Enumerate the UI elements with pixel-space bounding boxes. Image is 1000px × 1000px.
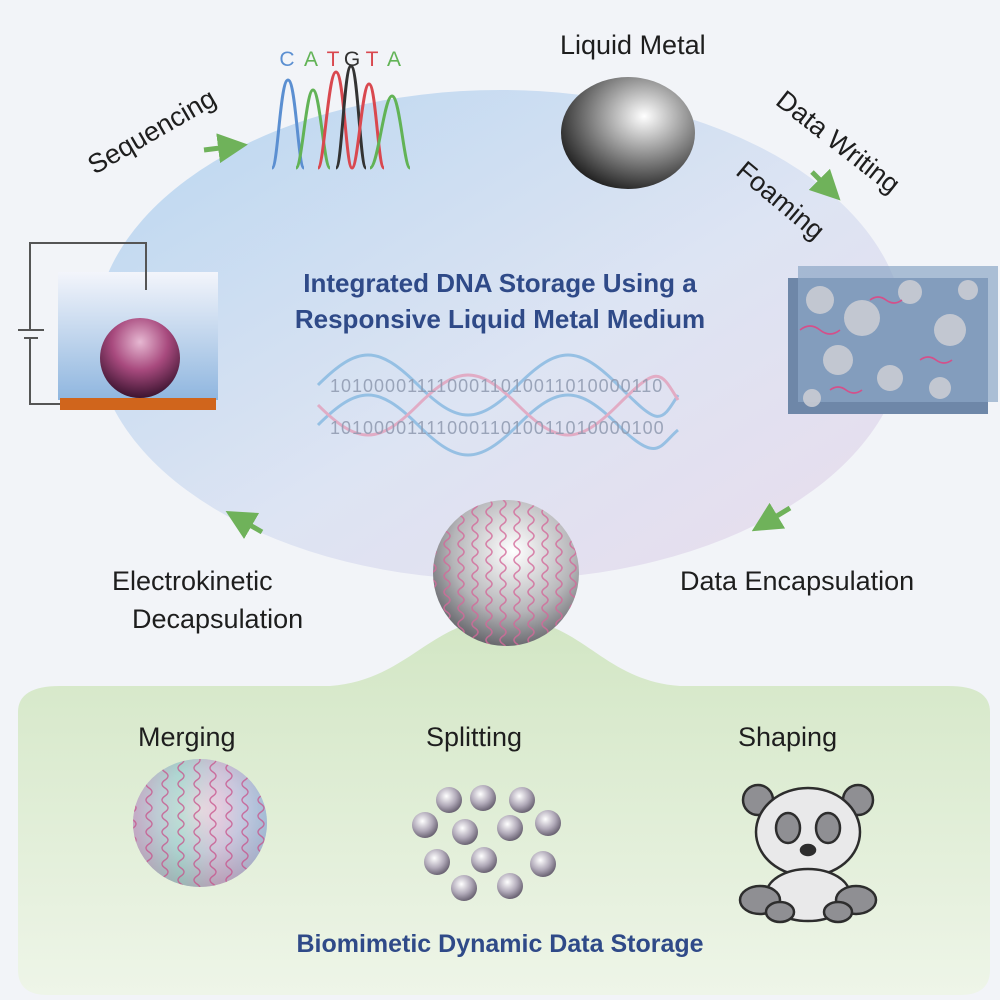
- liquid-metal-sphere: [561, 77, 695, 189]
- split-droplet: [470, 785, 496, 811]
- sequence-letter: A: [387, 48, 401, 71]
- decapsulation-label-line1: Electrokinetic: [112, 566, 273, 596]
- electrokinetic-cell: [18, 242, 218, 410]
- binary-code-bottom: 1010000111100011010011010000100: [330, 418, 665, 438]
- sequence-letter: G: [344, 48, 360, 71]
- merging-label: Merging: [138, 722, 236, 752]
- split-droplet: [530, 851, 556, 877]
- split-droplet: [471, 847, 497, 873]
- liquid-metal-label: Liquid Metal: [560, 30, 706, 60]
- merged-droplet: [133, 759, 267, 887]
- split-droplet: [497, 815, 523, 841]
- split-droplets: [412, 785, 561, 901]
- binary-code-top: 1010000111100011010011010000110: [330, 376, 664, 396]
- sequence-letter: T: [327, 48, 340, 71]
- cycle-arrows: [203, 133, 841, 539]
- sequencing-chromatogram: [270, 64, 412, 170]
- split-droplet: [497, 873, 523, 899]
- center-title-line1: Integrated DNA Storage Using a: [303, 268, 697, 298]
- split-droplet: [451, 875, 477, 901]
- shaping-label: Shaping: [738, 722, 838, 752]
- split-droplet: [412, 812, 438, 838]
- dynamic-panel-title: Biomimetic Dynamic Data Storage: [296, 930, 704, 958]
- liquid-metal-droplet: [100, 318, 180, 398]
- split-droplet: [452, 819, 478, 845]
- dna-foam-block: [788, 266, 998, 414]
- split-droplet: [535, 810, 561, 836]
- electrode-plate: [60, 398, 216, 410]
- split-droplet: [424, 849, 450, 875]
- dna-helix: [316, 353, 680, 457]
- sequence-letter: T: [366, 48, 379, 71]
- split-droplet: [509, 787, 535, 813]
- data-encapsulation-label: Data Encapsulation: [680, 566, 915, 596]
- cycle-ellipse: [95, 90, 905, 580]
- sequence-letter: A: [304, 48, 318, 71]
- decapsulation-label-line2: Decapsulation: [132, 604, 304, 634]
- sequence-letter: C: [279, 48, 294, 71]
- center-title-line2: Responsive Liquid Metal Medium: [294, 304, 706, 334]
- panda-shape: [738, 783, 878, 924]
- split-droplet: [436, 787, 462, 813]
- splitting-label: Splitting: [426, 722, 523, 752]
